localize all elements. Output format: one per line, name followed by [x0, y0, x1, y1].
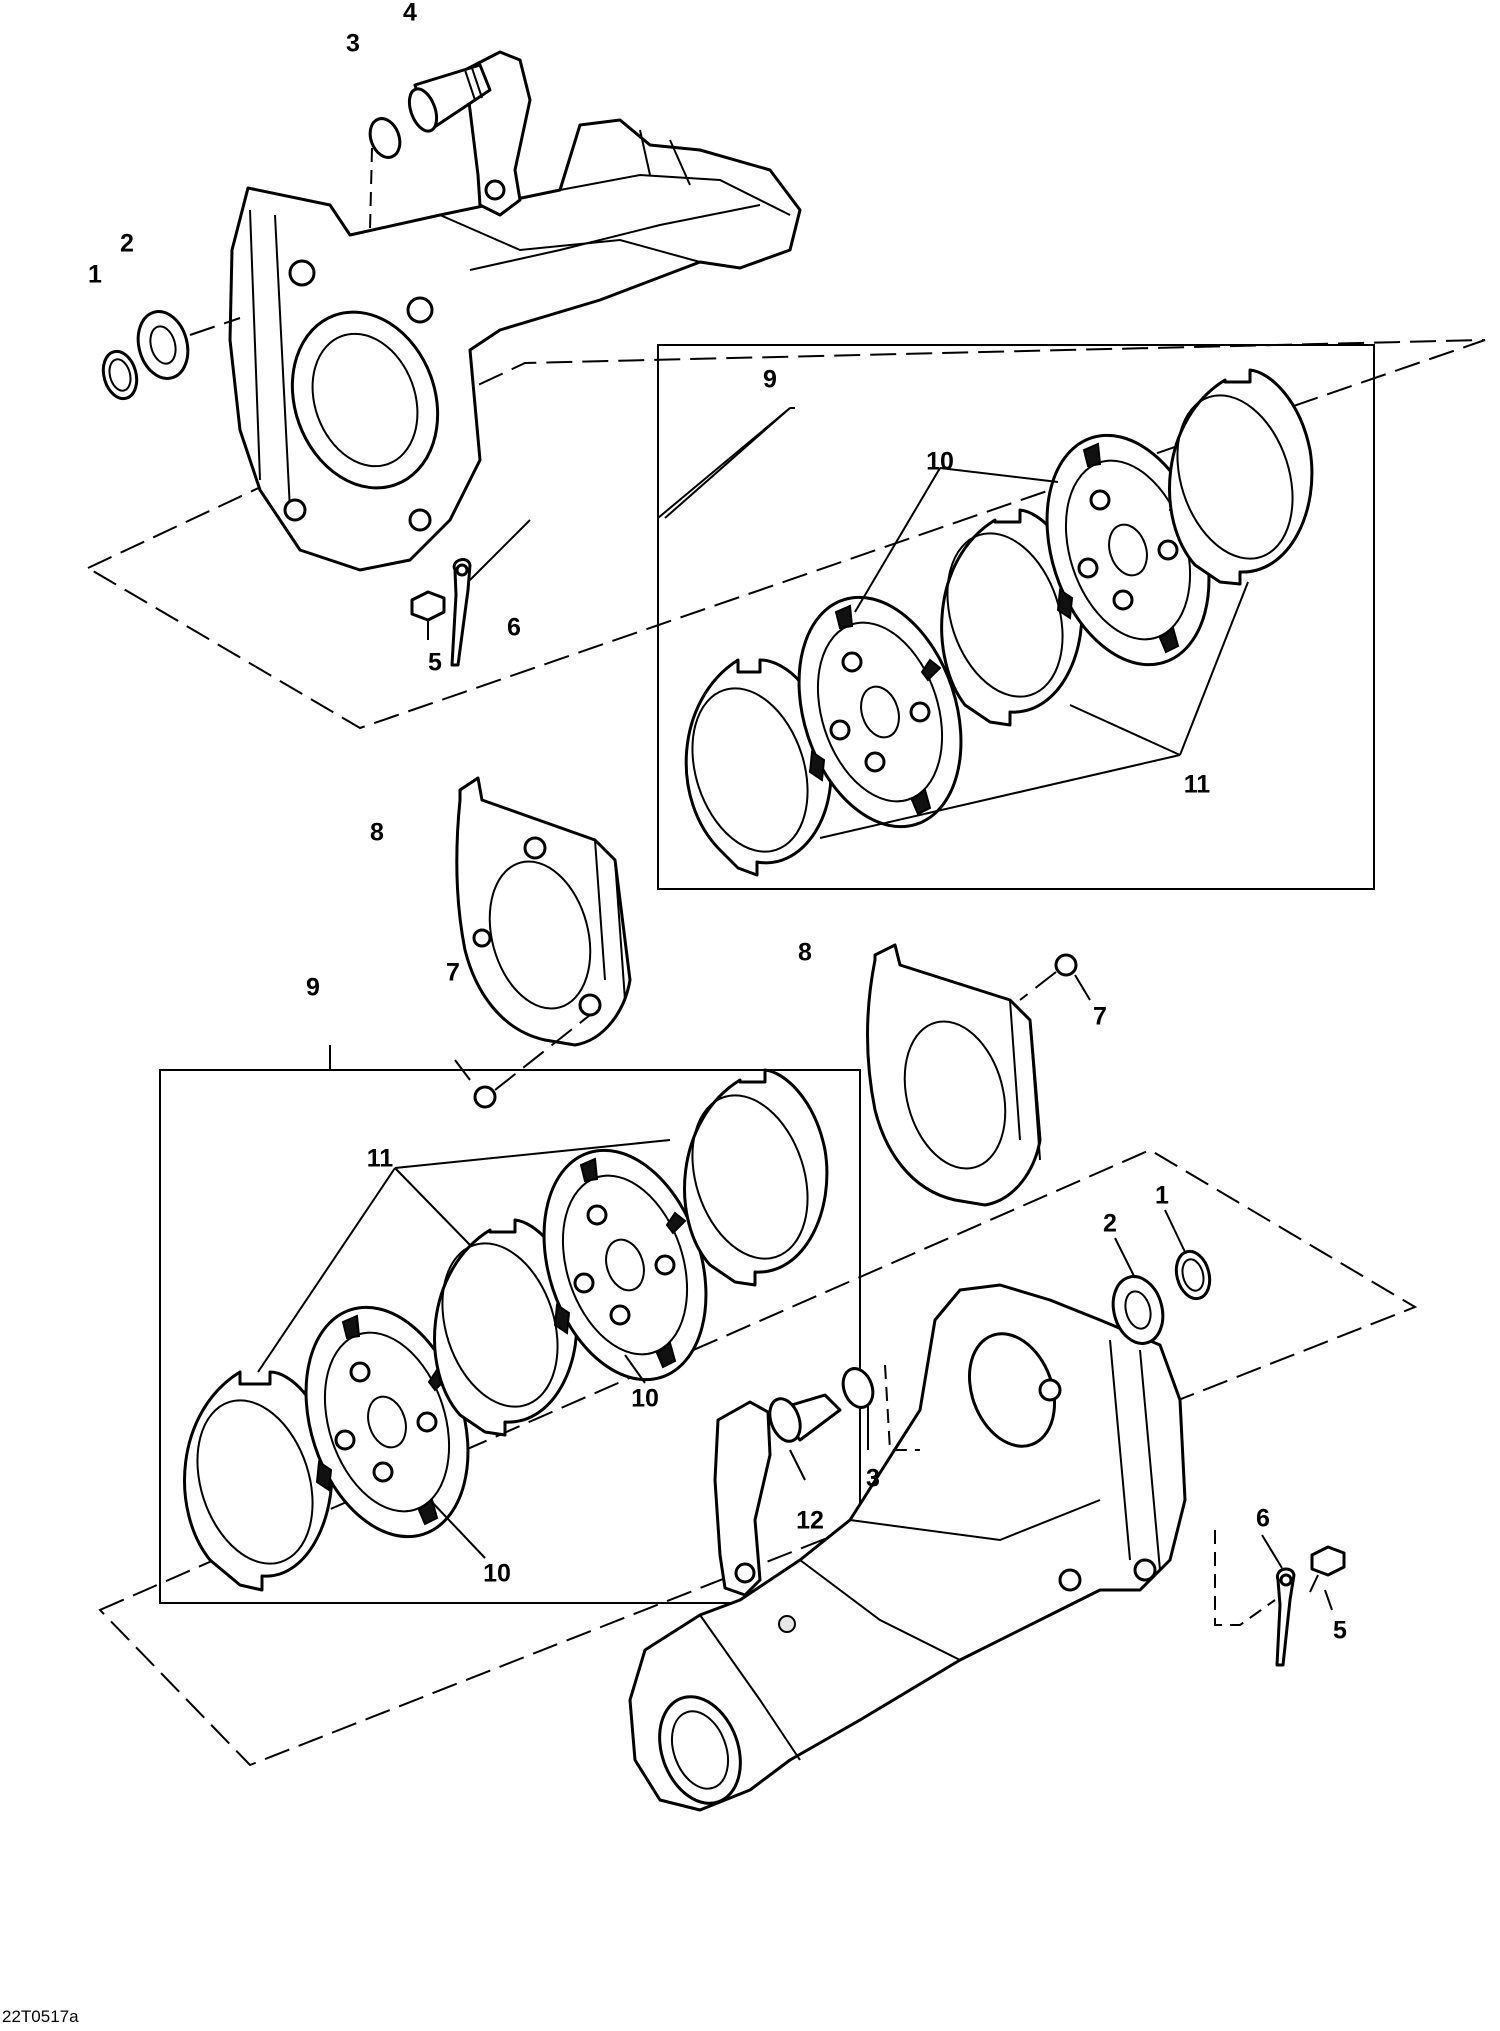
callout-6-upper: 6 [507, 614, 521, 642]
callout-7-left: 7 [446, 959, 460, 987]
callout-1-lower: 1 [1155, 1182, 1169, 1210]
lower-axle-housing [628, 1283, 1187, 1812]
friction-disc-1a [797, 595, 963, 829]
part-6-lock-tab-upper [450, 558, 472, 667]
part-8-brake-plate-right [866, 943, 1042, 1207]
part-5-bolt-upper [410, 590, 446, 640]
part-5-bolt-lower [1309, 1545, 1346, 1611]
callout-11-lower: 11 [367, 1145, 394, 1173]
part-7-ball-right [1019, 953, 1091, 1001]
callout-12: 12 [796, 1507, 824, 1535]
disc-pack-box-upper [657, 344, 1375, 890]
callout-7-right: 7 [1093, 1003, 1107, 1031]
callout-2-upper: 2 [120, 230, 134, 258]
part-3-oring-upper [368, 117, 402, 159]
upper-axle-housing [228, 118, 802, 572]
part-2-washer-lower [1111, 1237, 1165, 1345]
upper-assembly-plane [85, 339, 1486, 730]
separator-plate-1a [684, 658, 833, 877]
part-6-lock-tab-lower [1261, 1534, 1296, 1667]
callout-4: 4 [403, 0, 417, 27]
separator-plate-3a [1168, 368, 1314, 586]
callout-8-left: 8 [370, 819, 384, 847]
part-12-shaft-lever [713, 1393, 842, 1597]
callout-8-right: 8 [798, 939, 812, 967]
part-3-oring-lower [841, 1367, 875, 1409]
callout-3-lower: 3 [866, 1465, 880, 1493]
figure-id: 22T0517a [2, 2007, 79, 2026]
part-1-snap-ring-lower [1164, 1209, 1212, 1301]
callout-10-lower-left: 10 [483, 1560, 511, 1588]
part-1-snap-ring-upper [101, 349, 139, 401]
separator-plate-1b [183, 1370, 334, 1592]
separator-plate-3b [683, 1068, 829, 1287]
callout-5-upper: 5 [428, 649, 442, 677]
callout-5-lower: 5 [1333, 1617, 1347, 1645]
callout-6-lower: 6 [1256, 1505, 1270, 1533]
callout-10-upper: 10 [926, 448, 954, 476]
friction-disc-2b [542, 1148, 708, 1382]
callout-2-lower: 2 [1103, 1210, 1117, 1238]
callout-3-upper: 3 [346, 30, 360, 58]
callout-1-upper: 1 [88, 261, 102, 289]
callout-9-lower: 9 [306, 974, 320, 1002]
part-8-brake-plate-left [455, 776, 632, 1047]
callout-9-upper: 9 [763, 366, 777, 394]
callout-11-upper: 11 [1184, 771, 1211, 799]
lower-assembly-plane [98, 1148, 1418, 1767]
disc-pack-box-lower [159, 1069, 861, 1604]
part-2-washer-upper [136, 310, 190, 380]
part-4-shaft-lever [407, 50, 532, 217]
callout-10-lower-right: 10 [631, 1385, 659, 1413]
